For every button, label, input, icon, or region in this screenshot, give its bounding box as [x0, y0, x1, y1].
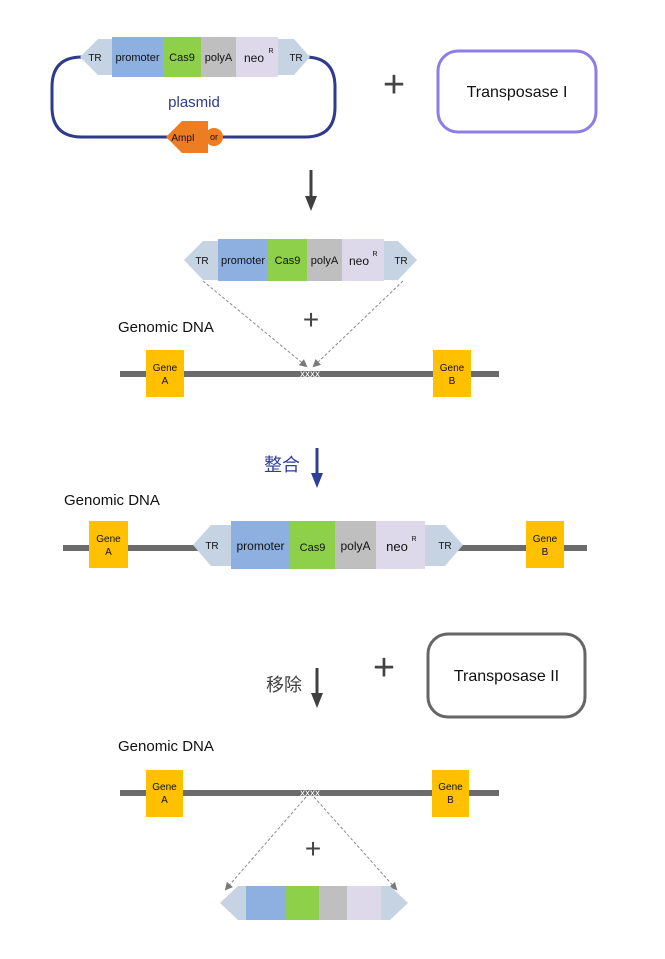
gene-a-label-line2: A [161, 795, 168, 806]
cas9-segment [290, 521, 335, 569]
cas9-segment [286, 886, 319, 920]
gene-b-label-line1: Gene [438, 782, 463, 793]
promoter-label: promoter [115, 52, 159, 64]
tr-right-arrow [425, 525, 463, 566]
promoter-label: promoter [221, 255, 265, 267]
tr-right-label: TR [394, 256, 407, 267]
transposase-1-box: Transposase I [436, 49, 598, 134]
transposase-2-box: Transposase II [426, 632, 587, 719]
genomic-dna-label-1: Genomic DNA [118, 319, 214, 336]
polya-label: polyA [340, 539, 370, 553]
promoter-segment [112, 37, 163, 77]
insertion-guide-left [202, 280, 308, 368]
neo-label: neo [349, 254, 369, 268]
promoter-segment [231, 521, 290, 569]
neo-label: neo [386, 539, 408, 554]
tr-right-arrow [381, 886, 408, 920]
genomic-dna-integrated: Gene A TR promoter Cas9 polyA neo R TR G… [63, 521, 587, 569]
neo-segment [342, 239, 384, 281]
ori-circle [205, 128, 223, 146]
gene-b-label-line2: B [542, 547, 549, 558]
gene-b-box [526, 521, 564, 568]
cas9-label: Cas9 [275, 255, 301, 267]
promoter-segment [246, 886, 286, 920]
tr-left-arrow [80, 39, 112, 75]
tr-right-arrow [278, 39, 310, 75]
gene-b-box [433, 350, 471, 397]
excision-guide-left [224, 796, 307, 891]
promoter-label: promoter [236, 539, 284, 553]
remove-arrow [311, 668, 323, 708]
neo-superscript: R [268, 48, 273, 55]
cas9-segment [268, 239, 307, 281]
genomic-dna-1: Gene A Gene B xxxx [120, 350, 499, 397]
tr-left-label: TR [88, 53, 101, 64]
tr-right-label: TR [289, 53, 302, 64]
tr-left-arrow [184, 241, 218, 280]
tr-left-arrow [193, 525, 231, 566]
plus-sign-4: + [305, 833, 321, 864]
cas9-label: Cas9 [300, 542, 326, 554]
gene-a-label-line1: Gene [96, 534, 121, 545]
excision-guide-right [313, 796, 398, 891]
neo-segment [347, 886, 381, 920]
tr-left-label: TR [195, 256, 208, 267]
insertion-guide-right [312, 280, 404, 368]
neo-segment [376, 521, 425, 569]
plus-sign-3: + [373, 647, 395, 689]
neo-superscript: R [411, 536, 416, 543]
ampi-label: AmpI [171, 133, 194, 144]
cas9-label: Cas9 [169, 52, 195, 64]
neo-label: neo [244, 51, 264, 65]
genomic-dna-label-2: Genomic DNA [64, 492, 160, 509]
gene-a-box [89, 521, 128, 568]
gene-a-label-line1: Gene [152, 782, 177, 793]
genomic-dna-excised: Gene A Gene B xxxx [120, 770, 499, 817]
ampi-arrow [166, 121, 208, 153]
polya-segment [319, 886, 347, 920]
cas9-segment [163, 37, 201, 77]
gene-a-box [146, 770, 183, 817]
plus-sign-2: + [303, 304, 319, 335]
genomic-dna-label-3: Genomic DNA [118, 738, 214, 755]
excised-cassette [220, 886, 408, 920]
integrate-arrow [311, 448, 323, 488]
target-site: xxxx [300, 369, 320, 380]
neo-segment [236, 37, 278, 77]
polya-label: polyA [311, 255, 339, 267]
gene-b-box [432, 770, 469, 817]
promoter-segment [218, 239, 268, 281]
gene-a-label-line2: A [162, 376, 169, 387]
ori-label: or [210, 132, 218, 142]
polya-segment [307, 239, 342, 281]
remove-step-label: 移除 [266, 675, 302, 696]
tr-left-arrow [220, 886, 246, 920]
transposon-cassette: TR promoter Cas9 polyA neo R TR [184, 239, 417, 281]
neo-superscript: R [372, 251, 377, 258]
gene-b-label-line1: Gene [440, 363, 465, 374]
integrate-step-label: 整合 [264, 455, 300, 476]
transposase-1-label: Transposase I [467, 84, 568, 101]
gene-b-label-line2: B [447, 795, 454, 806]
transposase-2-label: Transposase II [454, 668, 559, 685]
gene-b-label-line1: Gene [533, 534, 558, 545]
gene-a-label-line2: A [105, 547, 112, 558]
gene-b-label-line2: B [449, 376, 456, 387]
tr-right-label: TR [438, 541, 451, 552]
down-arrow-1 [305, 170, 317, 211]
polya-segment [201, 37, 236, 77]
gene-a-box [146, 350, 184, 397]
polya-label: polyA [205, 52, 233, 64]
polya-segment [335, 521, 376, 569]
plasmid-name: plasmid [168, 94, 220, 111]
gene-a-label-line1: Gene [153, 363, 178, 374]
plus-sign-1: + [383, 64, 405, 106]
tr-left-label: TR [205, 541, 218, 552]
target-site: xxxx [300, 788, 320, 799]
tr-right-arrow [384, 241, 417, 280]
plasmid: TR promoter Cas9 polyA neo R TR plasmid … [50, 37, 337, 153]
